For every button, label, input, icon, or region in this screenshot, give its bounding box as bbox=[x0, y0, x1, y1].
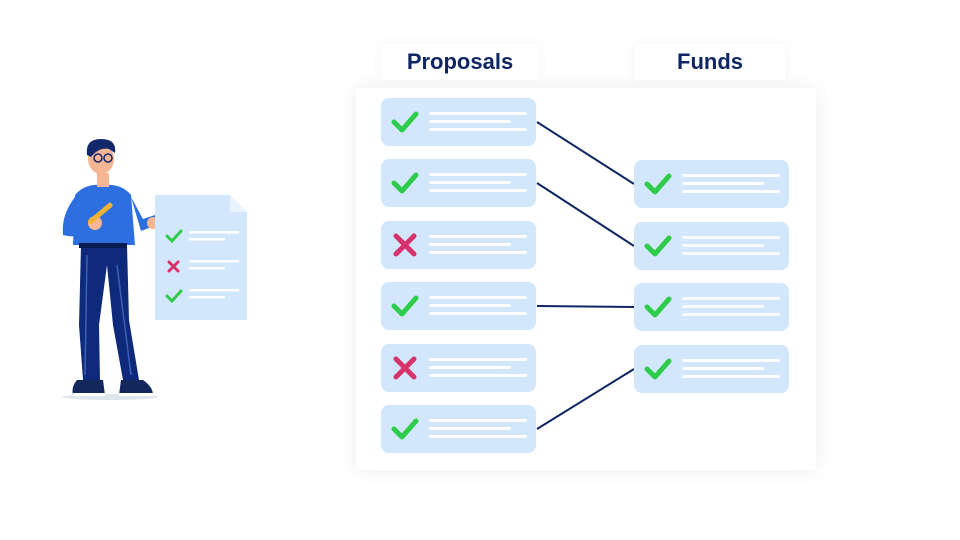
text-placeholder-line bbox=[429, 120, 511, 123]
text-placeholder-line bbox=[682, 359, 780, 362]
person-with-checklist-illustration bbox=[62, 139, 247, 400]
text-placeholder-line bbox=[429, 251, 527, 254]
text-placeholder-line bbox=[429, 235, 527, 238]
funds-header: Funds bbox=[635, 44, 785, 80]
proposal-card-3 bbox=[381, 221, 536, 269]
text-placeholder-line bbox=[682, 190, 780, 193]
check-icon bbox=[391, 295, 419, 317]
cross-icon bbox=[393, 233, 417, 257]
text-placeholder-line bbox=[682, 375, 780, 378]
check-icon bbox=[391, 172, 419, 194]
fund-card-2 bbox=[634, 222, 789, 270]
text-placeholder-line bbox=[682, 244, 764, 247]
text-placeholder-line bbox=[429, 374, 527, 377]
text-placeholder-line bbox=[682, 313, 780, 316]
text-placeholder-line bbox=[429, 181, 511, 184]
proposal-card-5 bbox=[381, 344, 536, 392]
text-placeholder-line bbox=[429, 427, 511, 430]
proposals-header: Proposals bbox=[381, 44, 539, 80]
check-icon bbox=[644, 358, 672, 380]
text-placeholder-line bbox=[429, 358, 527, 361]
proposal-card-1 bbox=[381, 98, 536, 146]
text-placeholder-line bbox=[682, 174, 780, 177]
text-placeholder-line bbox=[429, 243, 511, 246]
text-placeholder-line bbox=[429, 112, 527, 115]
text-placeholder-line bbox=[429, 128, 527, 131]
proposal-card-4 bbox=[381, 282, 536, 330]
fund-card-3 bbox=[634, 283, 789, 331]
text-placeholder-line bbox=[682, 236, 780, 239]
text-placeholder-line bbox=[682, 367, 764, 370]
proposal-card-6 bbox=[381, 405, 536, 453]
text-placeholder-line bbox=[429, 435, 527, 438]
check-icon bbox=[644, 235, 672, 257]
check-icon bbox=[391, 418, 419, 440]
fund-card-1 bbox=[634, 160, 789, 208]
text-placeholder-line bbox=[682, 305, 764, 308]
proposal-card-2 bbox=[381, 159, 536, 207]
check-icon bbox=[644, 296, 672, 318]
text-placeholder-line bbox=[682, 252, 780, 255]
text-placeholder-line bbox=[429, 189, 527, 192]
text-placeholder-line bbox=[429, 366, 511, 369]
text-placeholder-line bbox=[429, 312, 527, 315]
text-placeholder-line bbox=[682, 297, 780, 300]
text-placeholder-line bbox=[429, 173, 527, 176]
text-placeholder-line bbox=[429, 419, 527, 422]
cross-icon bbox=[393, 356, 417, 380]
check-icon bbox=[391, 111, 419, 133]
check-icon bbox=[644, 173, 672, 195]
text-placeholder-line bbox=[429, 296, 527, 299]
text-placeholder-line bbox=[429, 304, 511, 307]
text-placeholder-line bbox=[682, 182, 764, 185]
fund-card-4 bbox=[634, 345, 789, 393]
